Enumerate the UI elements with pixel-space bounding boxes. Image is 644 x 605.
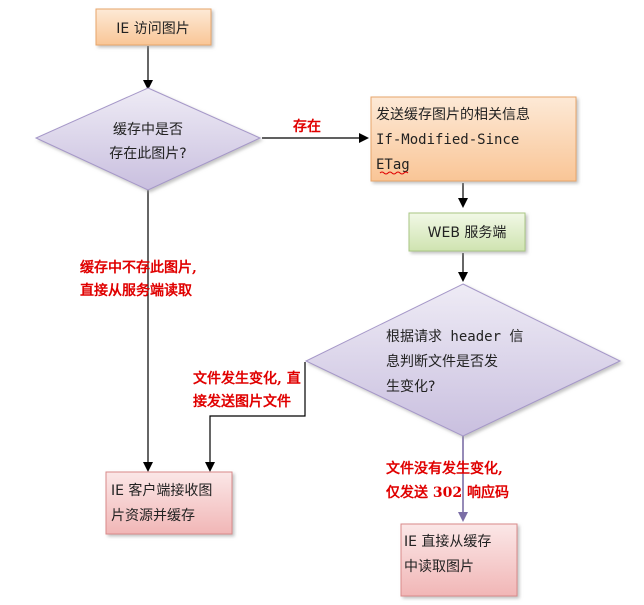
label-not-exists-line1: 缓存中不存此图片, [80,259,197,276]
node-cache-check-line2: 存在此图片? [109,146,186,162]
node-send-headers-line1: 发送缓存图片的相关信息 [376,106,530,123]
node-send-headers-line2: If-Modified-Since [376,132,519,148]
node-web-server: WEB 服务端 [408,212,526,252]
node-cache-check: 缓存中是否 存在此图片? [34,87,262,191]
label-changed-line2: 接发送图片文件 [193,393,291,410]
node-client-cache-line2: 片资源并缓存 [111,508,195,524]
node-header-check-line1: 根据请求 header 信 [386,329,523,345]
node-header-check-line2: 息判断文件是否发 [386,353,498,370]
node-ie-request-text: IE 访问图片 [116,21,189,37]
node-send-headers-line3: ETag [376,157,410,173]
node-cache-check-line1: 缓存中是否 [113,122,183,138]
spellcheck-underline [379,171,409,175]
node-web-server-text: WEB 服务端 [428,225,507,241]
label-not-exists-line2: 直接从服务端读取 [80,282,193,299]
node-send-headers: 发送缓存图片的相关信息 If-Modified-Since ETag [370,96,577,182]
label-exists: 存在 [293,118,321,135]
arrow-changed [205,362,306,472]
node-read-cache-line1: IE 直接从缓存 [404,533,491,550]
label-unchanged-line1: 文件没有发生变化, [386,460,503,477]
label-unchanged-line2: 仅发送 302 响应码 [385,484,509,501]
node-read-cache: IE 直接从缓存 中读取图片 [400,523,518,597]
node-client-cache-line1: IE 客户端接收图 [111,482,212,499]
node-header-check-line3: 生变化? [386,379,435,395]
node-read-cache-line2: 中读取图片 [404,558,474,575]
node-header-check: 根据请求 header 信 息判断文件是否发 生变化? [304,283,622,437]
node-client-cache: IE 客户端接收图 片资源并缓存 [105,471,233,535]
node-ie-request: IE 访问图片 [95,8,212,46]
label-changed-line1: 文件发生变化, 直 [193,370,301,387]
